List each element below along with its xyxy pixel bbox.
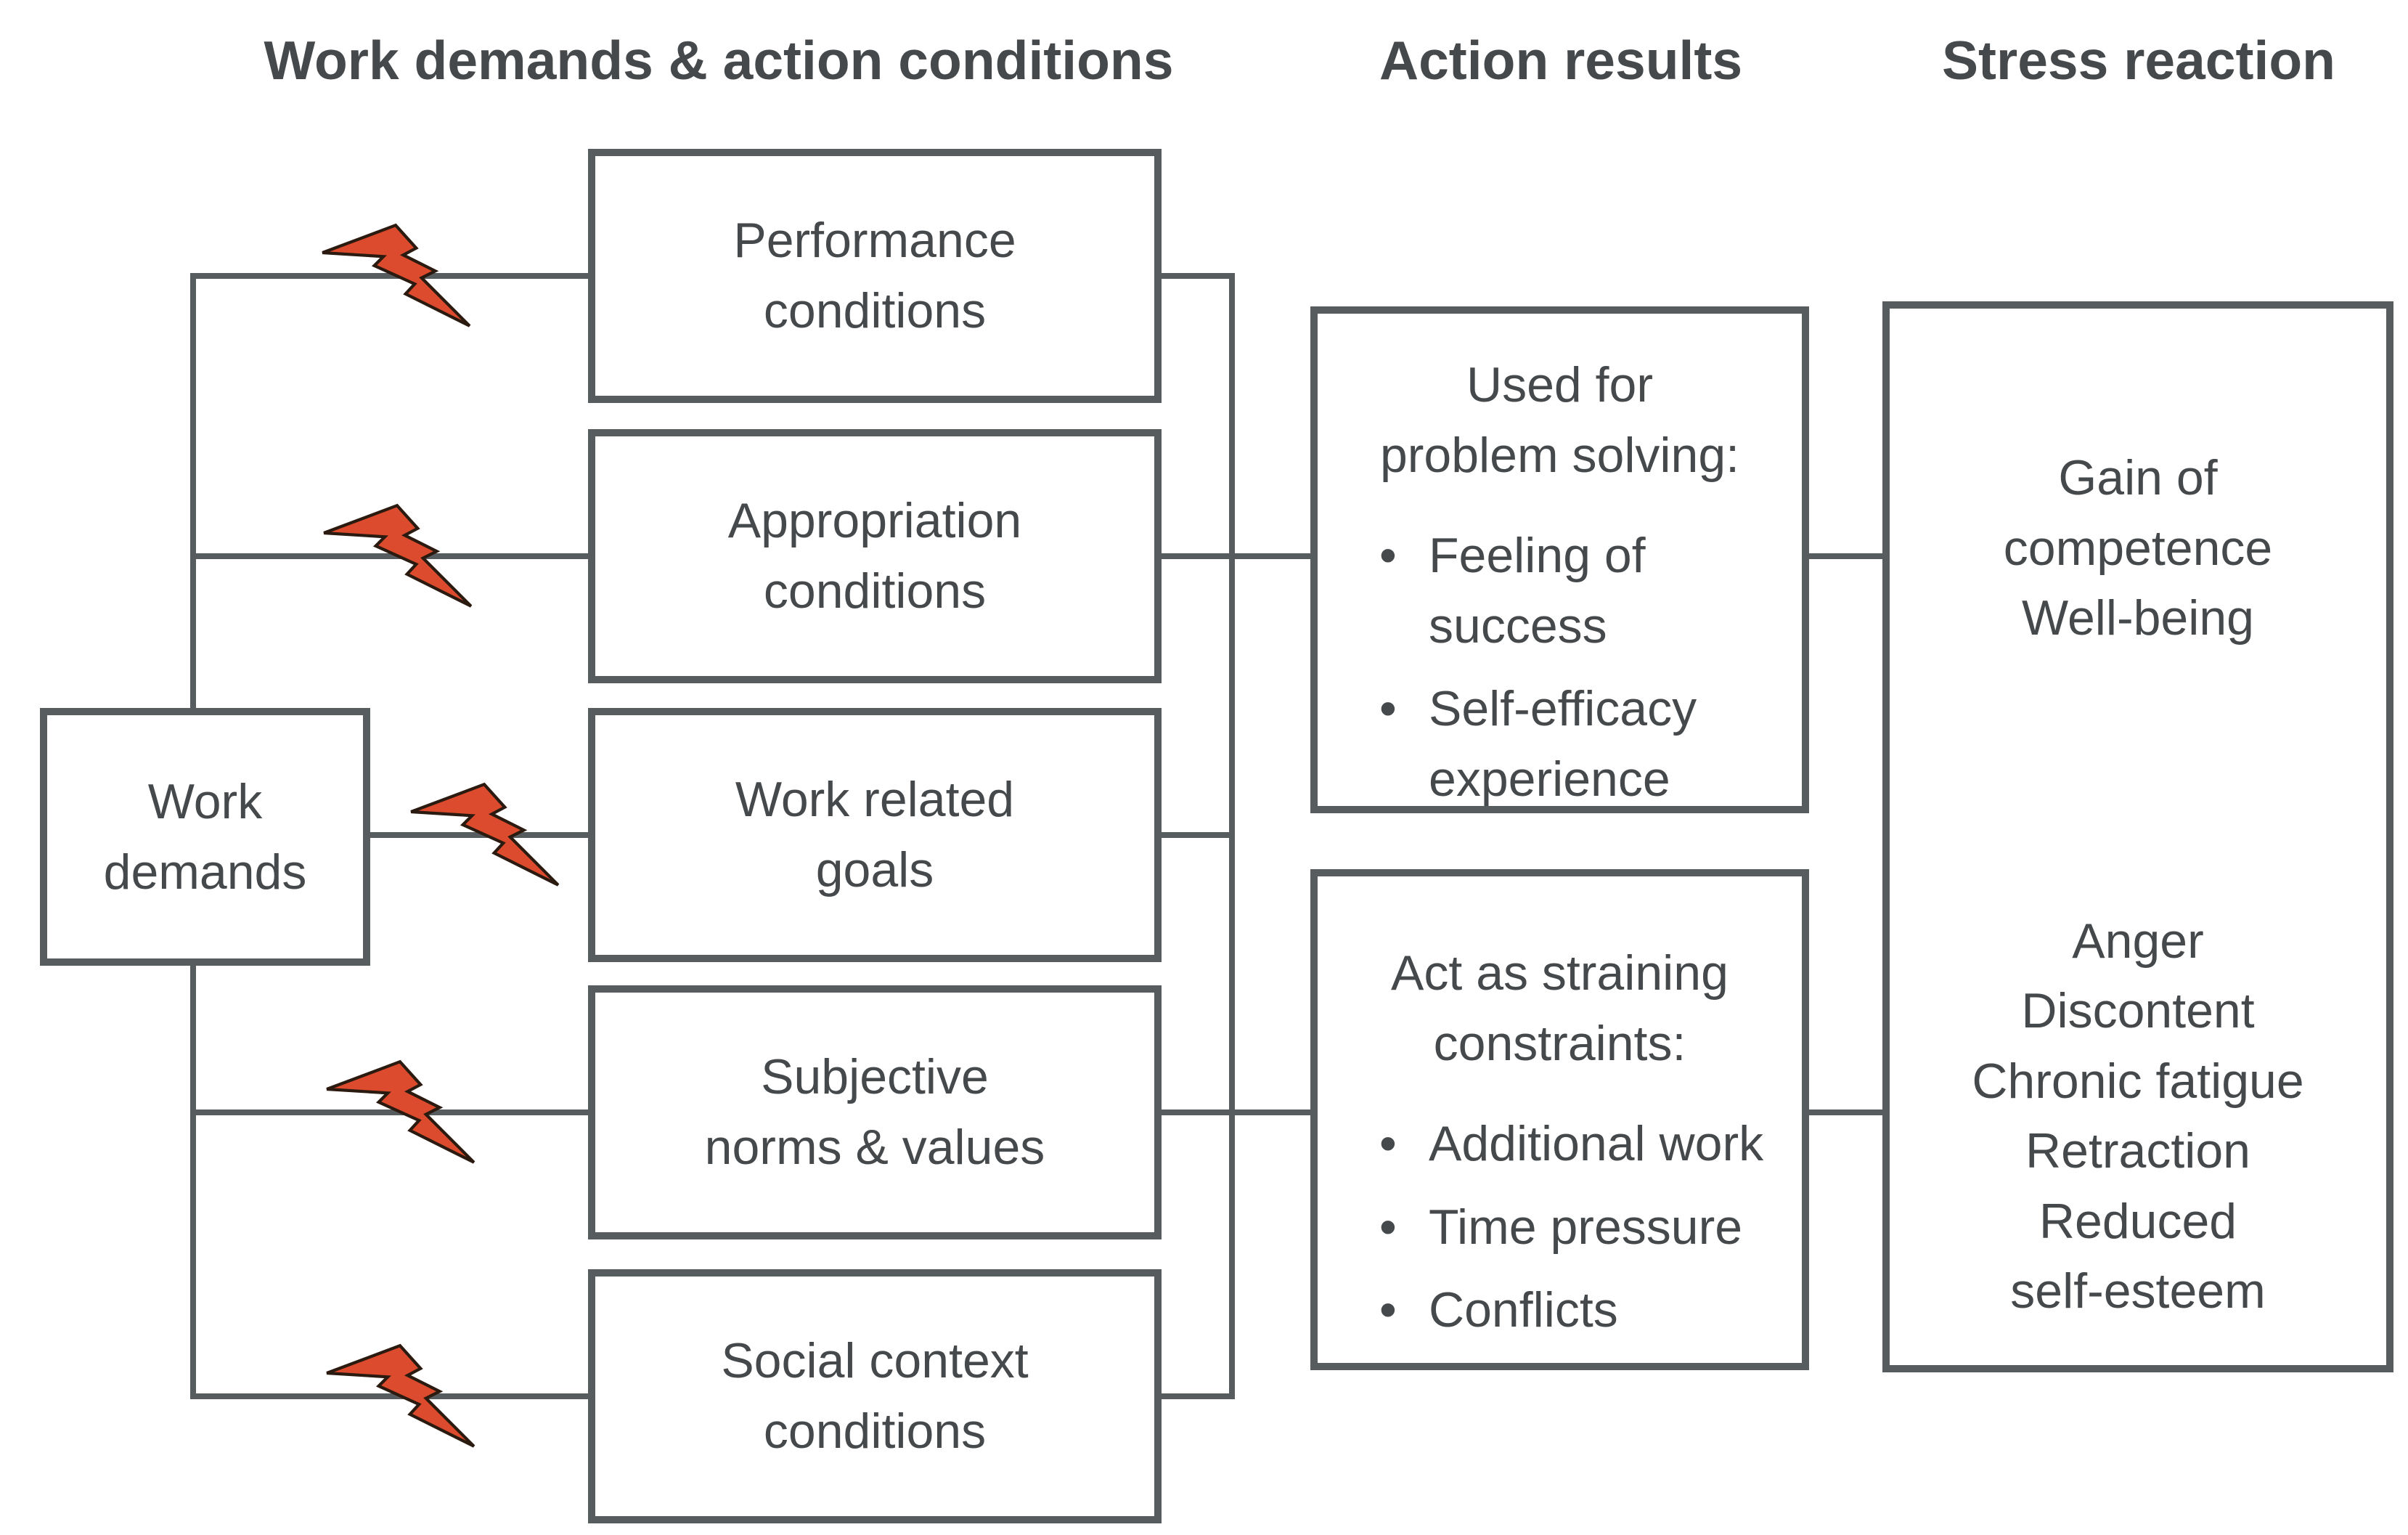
act-as-straining-constraints-title: Act as straining constraints: <box>1391 945 1729 1071</box>
lightning-bolt-icon <box>410 782 560 887</box>
bullet-dot: • <box>1379 1199 1397 1255</box>
act-as-straining-constraints-box: Act as straining constraints: • Addition… <box>1310 869 1809 1370</box>
connector-line-appropriation <box>190 553 592 559</box>
header-stress-reaction: Stress reaction <box>1942 30 2335 91</box>
connector-line-goals <box>190 832 592 838</box>
list-item: • Time pressure <box>1379 1192 1780 1263</box>
used-for-problem-solving-box: Used for problem solving: • Feeling of s… <box>1310 306 1809 813</box>
appropriation-conditions-label: Appropriation conditions <box>727 493 1022 619</box>
work-demands-label: Work demands <box>103 773 307 900</box>
subjective-norms-values-label: Subjective norms & values <box>704 1049 1045 1175</box>
performance-conditions-label: Performance conditions <box>733 213 1016 338</box>
bullet-self-efficacy: Self-efficacy experience <box>1429 681 1697 807</box>
work-related-goals-box: Work related goals <box>588 708 1162 962</box>
bullet-dot: • <box>1379 1116 1397 1172</box>
bullet-dot: • <box>1379 528 1397 584</box>
list-item: • Self-efficacy experience <box>1379 674 1780 814</box>
negative-bullet-list: • Additional work • Time pressure • Conf… <box>1318 1109 1802 1345</box>
bullet-dot: • <box>1379 1282 1397 1338</box>
connector-line-performance <box>190 273 592 279</box>
rail-to-negative-results <box>1162 1109 1310 1115</box>
list-item: • Additional work <box>1379 1109 1780 1179</box>
bullet-conflicts: Conflicts <box>1429 1282 1618 1338</box>
bullet-additional-work: Additional work <box>1429 1116 1764 1172</box>
performance-conditions-box: Performance conditions <box>588 149 1162 403</box>
list-item: • Conflicts <box>1379 1275 1780 1345</box>
used-for-problem-solving-title: Used for problem solving: <box>1379 357 1740 483</box>
list-item: • Feeling of success <box>1379 521 1780 661</box>
rail-positive-to-stress <box>1809 553 1882 559</box>
bullet-feeling-of-success: Feeling of success <box>1429 528 1646 654</box>
bullet-time-pressure: Time pressure <box>1429 1199 1743 1255</box>
connector-line-social <box>190 1393 592 1399</box>
appropriation-conditions-box: Appropriation conditions <box>588 429 1162 683</box>
lightning-bolt-icon <box>326 1059 476 1164</box>
stress-positive-outcomes: Gain of competence Well-being <box>2003 450 2273 646</box>
header-work-demands-action-conditions: Work demands & action conditions <box>264 30 1174 91</box>
work-demands-box: Work demands <box>40 708 370 966</box>
social-context-conditions-label: Social context conditions <box>721 1333 1029 1459</box>
subjective-norms-values-box: Subjective norms & values <box>588 985 1162 1239</box>
lightning-bolt-icon <box>326 1343 476 1448</box>
stress-reaction-box: Gain of competence Well-being Anger Disc… <box>1882 301 2393 1372</box>
work-related-goals-label: Work related goals <box>735 772 1015 897</box>
rail-negative-to-stress <box>1809 1109 1882 1115</box>
social-context-conditions-box: Social context conditions <box>588 1269 1162 1523</box>
connector-performance-trunk <box>1162 273 1235 279</box>
stress-negative-outcomes: Anger Discontent Chronic fatigue Retract… <box>1972 913 2304 1319</box>
lightning-bolt-icon <box>322 223 471 327</box>
positive-bullet-list: • Feeling of success • Self-efficacy exp… <box>1318 521 1802 814</box>
lightning-bolt-icon <box>323 503 473 608</box>
header-action-results: Action results <box>1379 30 1743 91</box>
bullet-dot: • <box>1379 681 1397 737</box>
rail-to-positive-results <box>1162 553 1310 559</box>
connector-social-trunk <box>1162 1393 1235 1399</box>
connector-goals-trunk <box>1162 832 1235 838</box>
connector-line-norms <box>190 1109 592 1115</box>
